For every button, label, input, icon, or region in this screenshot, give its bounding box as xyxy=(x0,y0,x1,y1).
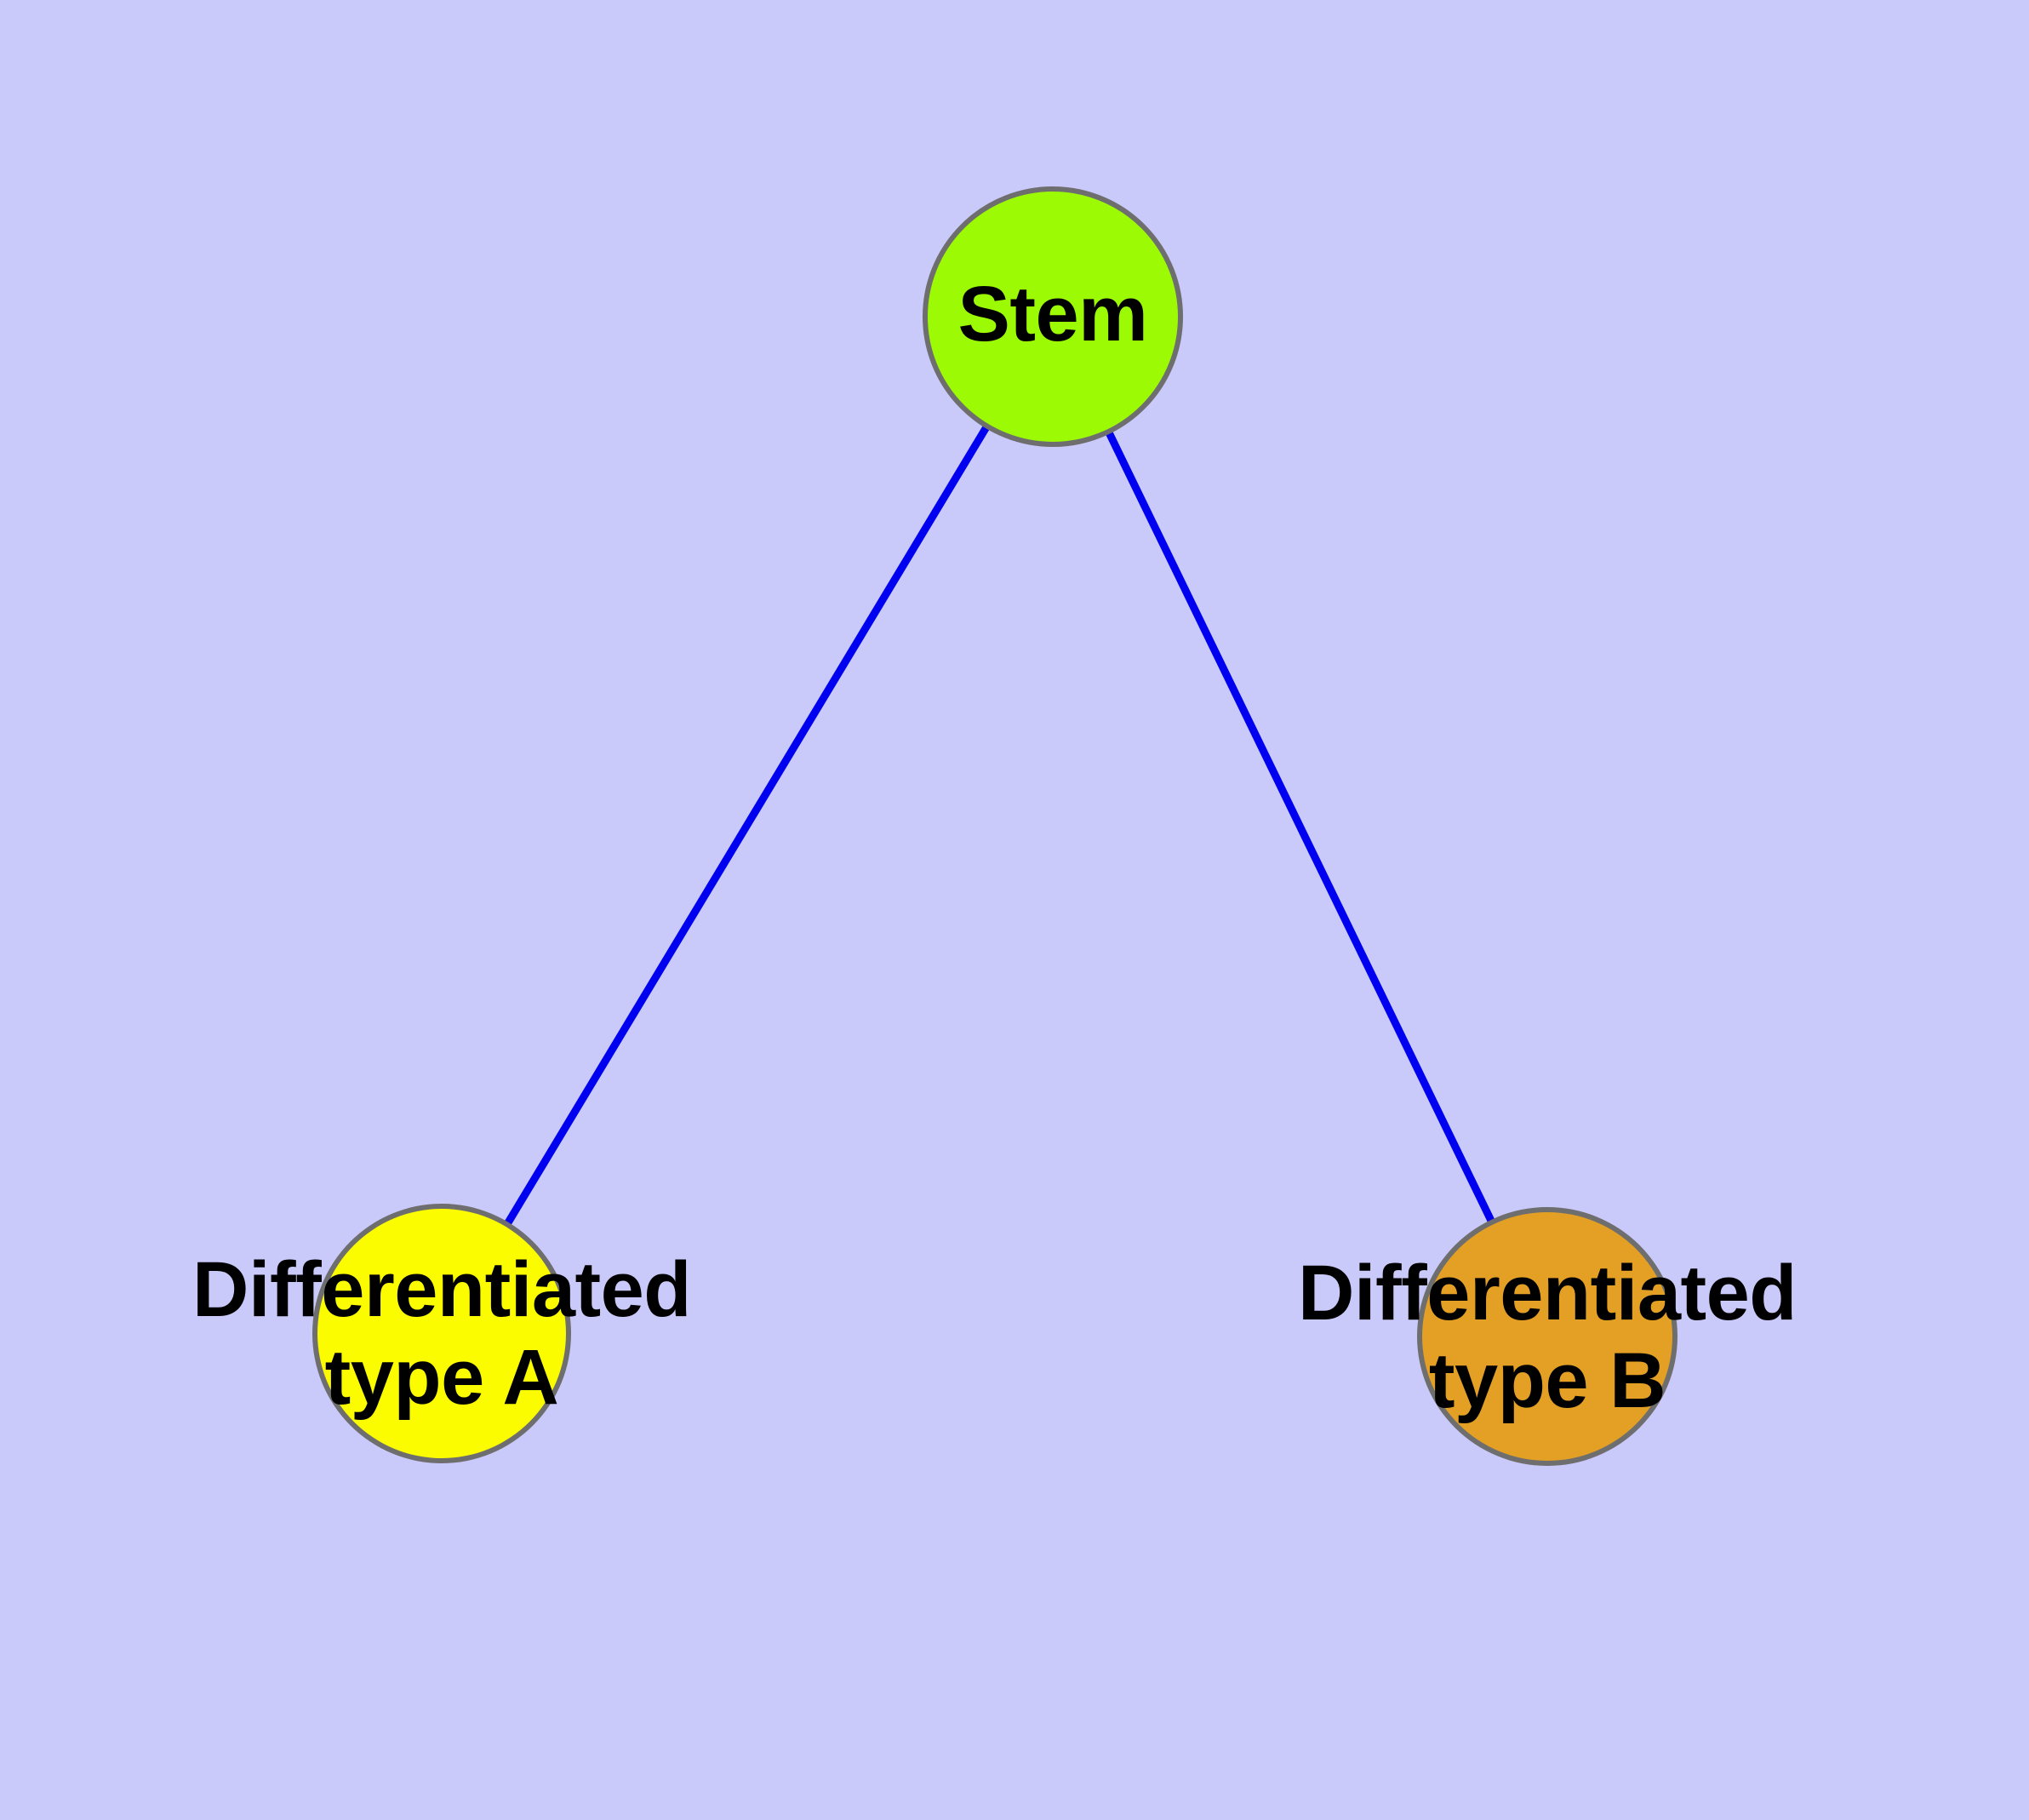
node-differentiated-type-a[interactable] xyxy=(312,1204,571,1463)
node-stem[interactable] xyxy=(923,186,1183,447)
edge-stem-to-type-a[interactable] xyxy=(438,314,1056,1336)
node-differentiated-type-b[interactable] xyxy=(1417,1207,1677,1466)
edge-stem-to-type-b[interactable] xyxy=(1049,315,1552,1338)
